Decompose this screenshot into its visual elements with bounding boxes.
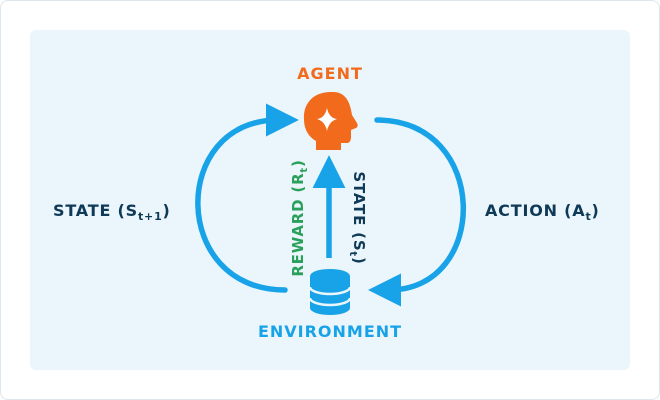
database-icon [308, 269, 352, 315]
state-next-label-sub: t+1 [138, 210, 163, 223]
state-current-label: STATE (St) [347, 171, 368, 264]
reward-label-tail: ) [289, 159, 307, 167]
head-sparkle-icon [303, 91, 358, 150]
state-current-label-tail: ) [350, 257, 368, 265]
reward-label-main: REWARD (R [289, 173, 307, 277]
state-next-label-tail: ) [163, 201, 171, 220]
reward-label-sub: t [299, 167, 310, 173]
agent-label: AGENT [297, 64, 363, 83]
state-next-label: STATE (St+1) [53, 201, 171, 223]
environment-label: ENVIRONMENT [258, 322, 402, 341]
state-next-arc-arrow [195, 103, 299, 293]
state-current-label-sub: t [347, 251, 358, 257]
action-label-main: ACTION (A [485, 201, 585, 220]
action-arc-arrow [368, 117, 466, 307]
action-label-sub: t [585, 210, 591, 223]
action-label: ACTION (At) [485, 201, 600, 223]
action-label-tail: ) [592, 201, 600, 220]
state-current-label-main: STATE (S [350, 171, 368, 251]
reward-label: REWARD (Rt) [289, 159, 310, 276]
state-next-label-main: STATE (S [53, 201, 138, 220]
